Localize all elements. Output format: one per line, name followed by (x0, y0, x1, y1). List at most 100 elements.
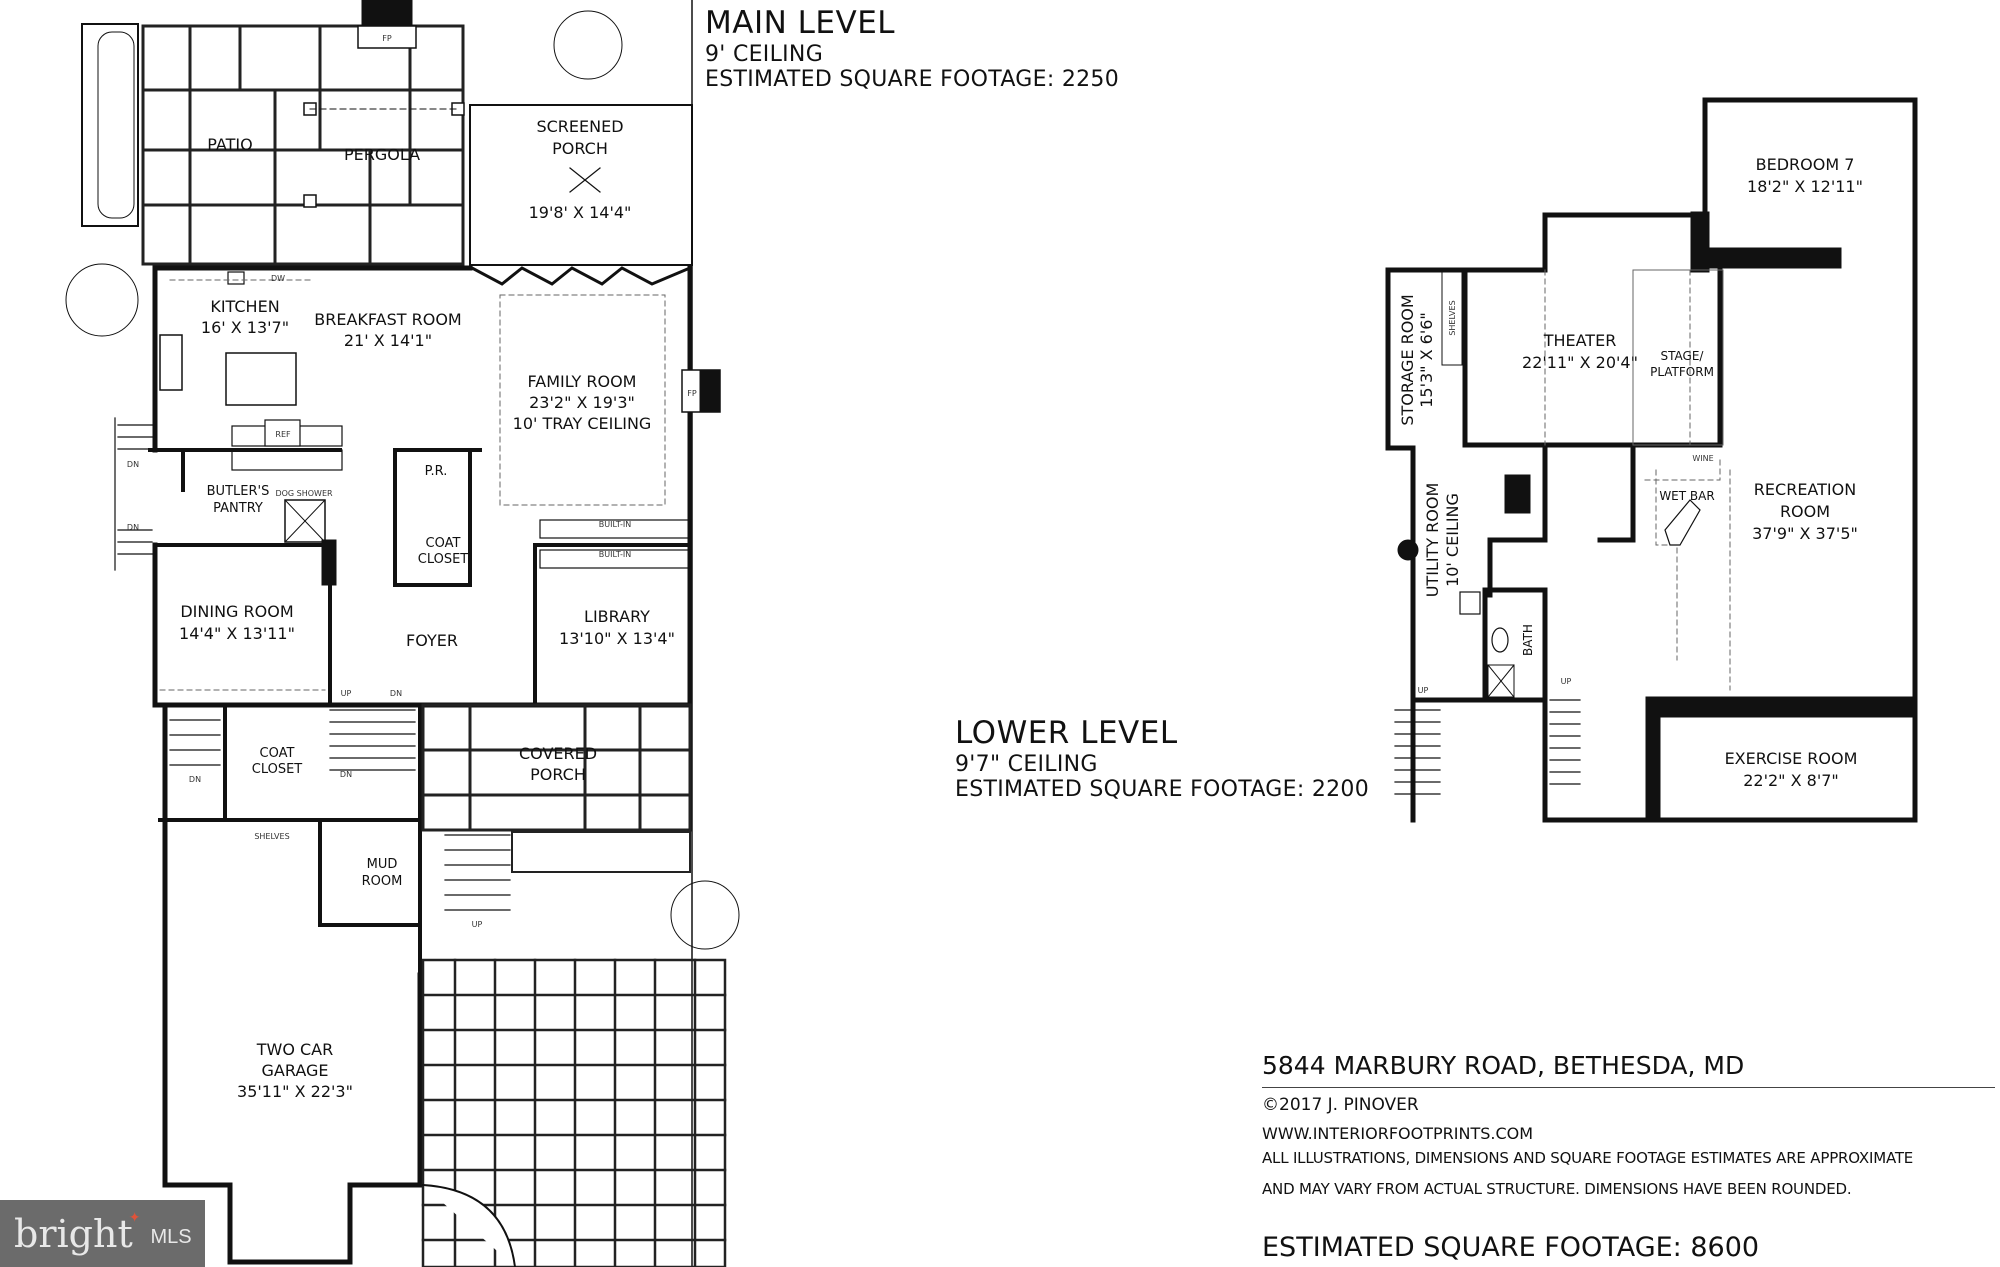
room-label-coat-closet-2: COAT (260, 746, 295, 761)
room-label-recreation-room: RECREATION (1754, 480, 1856, 499)
svg-text:10' CEILING: 10' CEILING (1443, 493, 1462, 587)
room-label-wet-bar: WET BAR (1659, 489, 1714, 503)
svg-text:PORCH: PORCH (552, 139, 608, 158)
room-dims-screened-porch: 19'8' X 14'4" (529, 203, 632, 222)
bright-mls-watermark: bright ✦ MLS (0, 1200, 205, 1267)
driveway-paving (421, 958, 727, 1267)
dishwasher-label: DW (271, 274, 285, 283)
refrigerator-label: REF (275, 430, 291, 439)
main-level-plan (65, 0, 740, 1267)
tree-icon (65, 263, 139, 337)
fireplace-label: FP (382, 34, 392, 43)
svg-text:ROOM: ROOM (1780, 502, 1830, 521)
room-label-breakfast-room: BREAKFAST ROOM (314, 310, 461, 329)
stair-up-label: UP (341, 689, 352, 698)
property-info-block: 5844 MARBURY ROAD, BETHESDA, MD ©2017 J.… (1262, 1051, 1995, 1264)
stair-down-label: DN (189, 775, 201, 784)
svg-text:10' TRAY CEILING: 10' TRAY CEILING (513, 414, 652, 433)
svg-text:GARAGE: GARAGE (262, 1061, 329, 1080)
room-label-mud-room: MUD (367, 857, 398, 872)
svg-text:35'11" X 22'3": 35'11" X 22'3" (237, 1082, 353, 1101)
svg-text:ROOM: ROOM (362, 874, 403, 889)
chimney (361, 0, 413, 29)
lower-level-ceiling: 9'7" CEILING (955, 751, 1098, 777)
room-label-covered-porch: COVERED (519, 744, 597, 763)
website: WWW.INTERIORFOOTPRINTS.COM (1262, 1124, 1534, 1144)
svg-text:15'3" X 6'6": 15'3" X 6'6" (1417, 312, 1436, 408)
kitchen-island (225, 352, 297, 406)
room-label-bath: BATH (1521, 624, 1535, 656)
main-level-ceiling: 9' CEILING (705, 41, 824, 67)
svg-text:PORCH: PORCH (530, 765, 586, 784)
room-label-powder-room: P.R. (425, 464, 448, 479)
main-level-title: MAIN LEVEL (705, 5, 896, 41)
main-level-labels: PATIO PERGOLA SCREENED PORCH 19'8' X 14'… (127, 34, 697, 1101)
disclaimer-line-2: AND MAY VARY FROM ACTUAL STRUCTURE. DIME… (1262, 1179, 1852, 1198)
dog-shower-label: DOG SHOWER (275, 489, 333, 498)
stair-down-label: DN (127, 523, 139, 532)
covered-porch-paving (421, 703, 692, 873)
room-label-family-room: FAMILY ROOM (528, 372, 637, 391)
svg-text:18'2" X 12'11": 18'2" X 12'11" (1747, 177, 1863, 196)
svg-text:14'4" X 13'11": 14'4" X 13'11" (179, 624, 295, 643)
watermark-star-icon: ✦ (128, 1209, 141, 1226)
built-in-label: BUILT-IN (599, 520, 631, 529)
room-label-library: LIBRARY (584, 607, 650, 626)
tree-icon (670, 880, 740, 950)
svg-text:37'9" X 37'5": 37'9" X 37'5" (1752, 524, 1858, 543)
watermark-suffix: MLS (150, 1226, 192, 1248)
room-label-pergola: PERGOLA (344, 145, 420, 164)
stair-up-label: UP (472, 920, 483, 929)
svg-text:PANTRY: PANTRY (213, 501, 263, 516)
copyright: ©2017 J. PINOVER (1262, 1094, 1419, 1115)
property-address: 5844 MARBURY ROAD, BETHESDA, MD (1262, 1051, 1995, 1088)
room-label-bedroom-7: BEDROOM 7 (1756, 155, 1855, 174)
svg-text:PLATFORM: PLATFORM (1650, 365, 1714, 379)
total-sqft: ESTIMATED SQUARE FOOTAGE: 8600 (1262, 1232, 1760, 1264)
lower-level-title: LOWER LEVEL (955, 715, 1178, 751)
stair-down-label: DN (127, 460, 139, 469)
room-label-screened-porch: SCREENED (536, 117, 623, 136)
room-label-garage: TWO CAR (256, 1040, 334, 1059)
lower-stairs (1394, 699, 1581, 795)
room-label-kitchen: KITCHEN (210, 297, 279, 316)
room-label-storage-room: STORAGE ROOM (1398, 294, 1417, 425)
room-label-theater: THEATER (1543, 331, 1617, 350)
stair-down-label: DN (390, 689, 402, 698)
svg-text:22'2" X 8'7": 22'2" X 8'7" (1743, 771, 1839, 790)
wine-label: WINE (1692, 454, 1713, 463)
shelves-label: SHELVES (254, 832, 289, 841)
lower-level-plan (1385, 97, 1918, 823)
room-label-stage: STAGE/ (1661, 349, 1705, 363)
stair-down-label: DN (340, 770, 352, 779)
room-label-utility-room: UTILITY ROOM (1423, 483, 1442, 598)
main-level-header: MAIN LEVEL 9' CEILING ESTIMATED SQUARE F… (705, 5, 1120, 92)
lower-level-header: LOWER LEVEL 9'7" CEILING ESTIMATED SQUAR… (955, 715, 1370, 802)
tree-icon (553, 10, 623, 80)
room-label-dining-room: DINING ROOM (180, 602, 293, 621)
room-label-exercise-room: EXERCISE ROOM (1725, 749, 1858, 768)
room-label-foyer: FOYER (406, 631, 458, 650)
hedge-icon (97, 31, 135, 219)
svg-text:21' X 14'1": 21' X 14'1" (344, 331, 432, 350)
svg-text:CLOSET: CLOSET (252, 762, 303, 777)
lower-level-sqft: ESTIMATED SQUARE FOOTAGE: 2200 (955, 776, 1370, 802)
room-label-patio: PATIO (207, 135, 252, 154)
room-label-coat-closet: COAT (426, 536, 461, 551)
built-in-label: BUILT-IN (599, 550, 631, 559)
lower-level-labels: BEDROOM 7 18'2" X 12'11" THEATER 22'11" … (1398, 155, 1863, 790)
patio-paving (141, 24, 465, 266)
main-level-sqft: ESTIMATED SQUARE FOOTAGE: 2250 (705, 66, 1120, 92)
ceiling-fan-icon (569, 167, 601, 193)
main-stairs (114, 417, 511, 911)
range-icon (159, 334, 183, 391)
svg-text:23'2" X 19'3": 23'2" X 19'3" (529, 393, 635, 412)
svg-text:22'11" X 20'4": 22'11" X 20'4" (1522, 353, 1638, 372)
sink-icon (227, 271, 245, 285)
shelves-label: SHELVES (1448, 300, 1457, 335)
disclaimer-line-1: ALL ILLUSTRATIONS, DIMENSIONS AND SQUARE… (1262, 1148, 1914, 1167)
watermark-brand: bright (14, 1211, 133, 1256)
room-label-butlers-pantry: BUTLER'S (207, 484, 270, 499)
stair-up-label: UP (1561, 677, 1572, 686)
